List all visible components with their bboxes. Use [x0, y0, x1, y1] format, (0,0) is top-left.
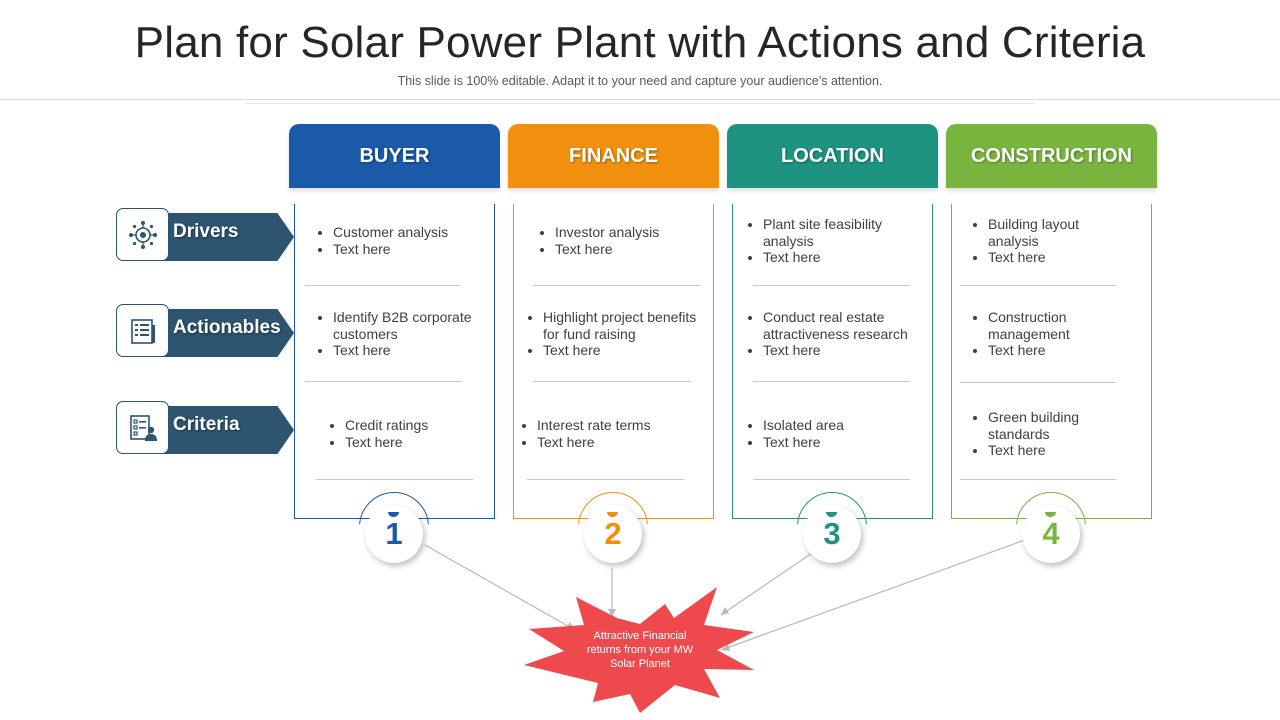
step-number: 3: [803, 505, 861, 563]
row-tag-drivers: Drivers: [116, 208, 296, 262]
bullet-item: Highlight project benefits for fund rais…: [543, 309, 705, 342]
row-separator: [753, 285, 910, 286]
bullet-item: Text here: [988, 442, 1110, 459]
column-box-finance: [513, 204, 714, 519]
step-dot: [388, 512, 399, 517]
bullet-item: Customer analysis: [333, 224, 475, 241]
bullet-item: Text here: [537, 434, 689, 451]
cell-finance-drivers: Investor analysisText here: [537, 224, 697, 257]
column-box-location: [732, 204, 933, 519]
bullet-item: Text here: [543, 342, 705, 359]
network-target-icon: [116, 208, 169, 261]
row-separator: [305, 381, 462, 382]
cell-finance-criteria: Interest rate termsText here: [519, 417, 689, 450]
column-header-construction: CONSTRUCTION: [946, 124, 1157, 188]
bullet-item: Isolated area: [763, 417, 905, 434]
bullet-item: Text here: [333, 241, 475, 258]
bullet-item: Text here: [333, 342, 485, 359]
cell-buyer-actionables: Identify B2B corporate customersText her…: [315, 309, 485, 359]
row-arrow-shape: [156, 213, 294, 261]
checklist-person-icon: [116, 401, 169, 454]
cell-location-drivers: Plant site feasibility analysisText here: [745, 216, 905, 266]
row-tag-criteria: Criteria: [116, 401, 296, 455]
column-box-buyer: [294, 204, 495, 519]
row-separator: [960, 285, 1116, 286]
step-badge-1: 1: [359, 492, 431, 564]
row-separator: [753, 381, 910, 382]
bullet-item: Text here: [763, 342, 925, 359]
outcome-starburst: [524, 587, 754, 713]
cell-finance-actionables: Highlight project benefits for fund rais…: [525, 309, 705, 359]
row-separator: [960, 382, 1116, 383]
bullet-item: Investor analysis: [555, 224, 697, 241]
row-arrow-shape: [156, 309, 294, 357]
bullet-item: Text here: [988, 249, 1110, 266]
cell-construction-drivers: Building layout analysisText here: [970, 216, 1110, 266]
bullet-item: Text here: [555, 241, 697, 258]
document-list-icon: [116, 304, 169, 357]
row-label-drivers: Drivers: [173, 221, 239, 242]
row-separator: [960, 479, 1116, 480]
step-dot: [607, 512, 618, 517]
cell-construction-actionables: Construction managementText here: [970, 309, 1110, 359]
cell-buyer-criteria: Credit ratingsText here: [327, 417, 477, 450]
bullet-item: Text here: [763, 249, 905, 266]
row-separator: [316, 479, 473, 480]
bullet-item: Construction management: [988, 309, 1110, 342]
step-badge-3: 3: [797, 492, 869, 564]
slide-subtitle: This slide is 100% editable. Adapt it to…: [397, 74, 883, 88]
cell-location-criteria: Isolated areaText here: [745, 417, 905, 450]
row-label-actionables: Actionables: [173, 317, 281, 338]
step-badge-4: 4: [1016, 492, 1088, 564]
column-header-buyer: BUYER: [289, 124, 500, 188]
bullet-item: Building layout analysis: [988, 216, 1110, 249]
step-dot: [1045, 512, 1056, 517]
step-badge-2: 2: [578, 492, 650, 564]
bullet-item: Interest rate terms: [537, 417, 689, 434]
outcome-text: Attractive Financial returns from your M…: [586, 630, 694, 670]
row-label-criteria: Criteria: [173, 414, 240, 435]
row-separator: [533, 285, 701, 286]
slide-title: Plan for Solar Power Plant with Actions …: [134, 18, 1146, 67]
step-dot: [826, 512, 837, 517]
row-separator: [305, 285, 460, 286]
bullet-item: Text here: [345, 434, 477, 451]
cell-location-actionables: Conduct real estate attractiveness resea…: [745, 309, 925, 359]
header-divider-short: [246, 103, 1034, 104]
bullet-item: Plant site feasibility analysis: [763, 216, 905, 249]
bullet-item: Conduct real estate attractiveness resea…: [763, 309, 925, 342]
bullet-item: Green building standards: [988, 409, 1110, 442]
row-separator: [533, 381, 691, 382]
row-separator: [527, 479, 684, 480]
cell-construction-criteria: Green building standardsText here: [970, 409, 1110, 459]
bullet-item: Identify B2B corporate customers: [333, 309, 485, 342]
bullet-item: Text here: [763, 434, 905, 451]
row-tag-actionables: Actionables: [116, 304, 296, 358]
bullet-item: Credit ratings: [345, 417, 477, 434]
row-arrow-shape: [156, 406, 294, 454]
column-header-location: LOCATION: [727, 124, 938, 188]
column-box-construction: [951, 204, 1152, 519]
bullet-item: Text here: [988, 342, 1110, 359]
row-separator: [753, 479, 910, 480]
column-header-finance: FINANCE: [508, 124, 719, 188]
header-divider: [0, 99, 1280, 100]
cell-buyer-drivers: Customer analysisText here: [315, 224, 475, 257]
